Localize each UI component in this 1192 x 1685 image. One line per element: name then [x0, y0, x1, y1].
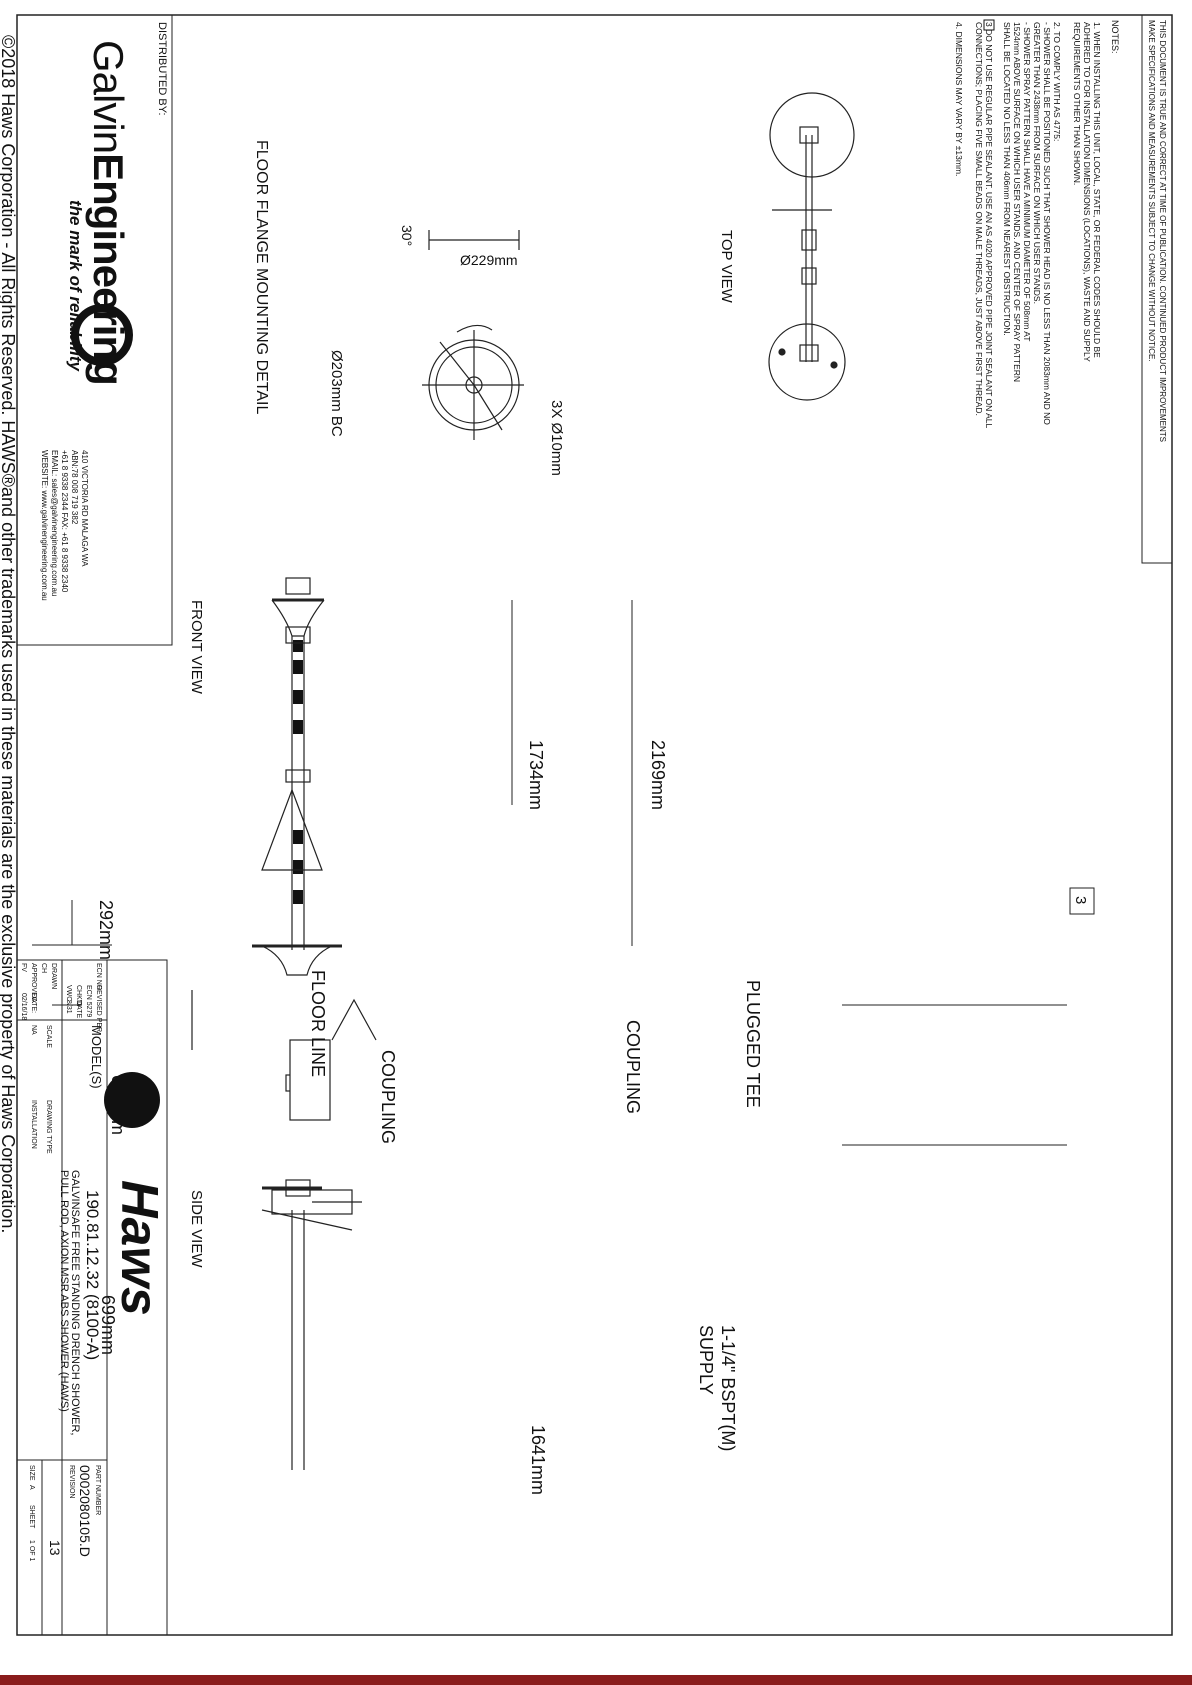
- dim-overall: 2169mm: [648, 740, 668, 810]
- dim-supply-h: 1641mm: [528, 1425, 548, 1495]
- size-label: SIZE: [28, 1465, 35, 1481]
- approved-value: FV: [20, 963, 27, 972]
- flange-label: FLOOR FLANGE MOUNTING DETAIL: [253, 140, 270, 415]
- callout-plugged-tee: PLUGGED TEE: [743, 980, 763, 1108]
- description-1: GALVINSAFE FREE STANDING DRENCH SHOWER,: [69, 1170, 81, 1435]
- distributor-line: WEBSITE: www.galvinengineering.com.au: [40, 450, 49, 601]
- date2-value: 02/16/18: [20, 993, 27, 1020]
- chkd-value: VWC: [65, 985, 72, 1001]
- notice-line-1: THIS DOCUMENT IS TRUE AND CORRECT AT TIM…: [1158, 20, 1167, 442]
- side-view-drawing: [191, 990, 377, 1470]
- haws-logo-icon: [104, 1072, 160, 1128]
- dim-offset: 699mm: [98, 1295, 118, 1355]
- chkd-label: CHK'D: [75, 985, 82, 1006]
- note-line: - SHOWER SHALL BE POSITIONED SUCH THAT S…: [1042, 22, 1052, 425]
- model-value: 190.81.12.32 (8100-A): [83, 1190, 102, 1360]
- haws-brand: Haws: [110, 1180, 168, 1316]
- top-view-label: TOP VIEW: [718, 230, 735, 304]
- scale-value: NA: [30, 1025, 37, 1035]
- dim-mid: 1734mm: [526, 740, 546, 810]
- distributor-contact: 410 VICTORIA RD MALAGA WA ABN:78 008 719…: [40, 450, 89, 601]
- description-2: PULL ROD, AXION MSR ABS SHOWER (HAWS): [58, 1170, 70, 1412]
- note-line: CONNECTIONS; PLACING FIVE SMALL BEADS ON…: [974, 22, 984, 416]
- note-line: REQUIREMENTS OTHER THAN SHOWN.: [1072, 22, 1082, 185]
- note-line: 1524mm ABOVE SURFACE ON WHICH USER STAND…: [1012, 22, 1022, 382]
- copyright: ©2018 Haws Corporation - All Rights Rese…: [0, 35, 18, 1233]
- drawing-border: [16, 14, 1173, 1636]
- distributor-line: ABN:78 008 719 382: [70, 450, 79, 525]
- note-line: - SHOWER SPRAY PATTERN SHALL HAVE A MINI…: [1022, 22, 1032, 341]
- note-ref-box: [983, 19, 995, 31]
- model-label: MODEL(S): [89, 1025, 104, 1089]
- distributor-line: +61 8 9338 2344 FAX: +61 8 9338 2340: [60, 450, 69, 593]
- drawing-type-label: DRAWING TYPE: [45, 1100, 52, 1154]
- callout-coupling-2: COUPLING: [378, 1050, 398, 1144]
- approved-label: APPROVED:: [30, 963, 37, 1004]
- part-label: PART NUMBER: [94, 1465, 101, 1515]
- flange-diameter: Ø229mm: [460, 252, 518, 268]
- flange-angle: 30°: [399, 225, 415, 246]
- distributor-box: [16, 14, 173, 646]
- notice-line-2: MAKE SPECIFICATIONS AND MEASUREMENTS SUB…: [1147, 20, 1156, 362]
- distributor-line: 410 VICTORIA RD MALAGA WA: [80, 450, 89, 567]
- drawing-svg: THIS DOCUMENT IS TRUE AND CORRECT AT TIM…: [0, 14, 1173, 1636]
- drawn-label: DRAWN: [50, 963, 57, 989]
- distributor-name-a: Galvin: [85, 40, 132, 153]
- date2-label: DATE:: [30, 993, 37, 1013]
- ref-box: [1069, 887, 1095, 915]
- notes-title: NOTES:: [1110, 20, 1120, 54]
- part-value: 0002080105.D: [77, 1465, 93, 1557]
- note-line: 2. TO COMPLY WITH AS 4775:: [1052, 22, 1062, 141]
- title-block-lines: [16, 959, 168, 1636]
- drawn-value: CH: [40, 963, 47, 973]
- callout-coupling-1: COUPLING: [623, 1020, 643, 1114]
- distributor-tagline: the mark of reliability: [66, 200, 85, 373]
- date-label: DATE: [75, 1000, 82, 1018]
- scale-label: SCALE: [45, 1025, 52, 1048]
- ecn-value: ECN 5279: [85, 985, 92, 1017]
- date-value: 8/31: [65, 1000, 72, 1014]
- note-line: 4. DIMENSIONS MAY VARY BY ±13mm.: [954, 22, 964, 176]
- ecn-label: ECN NO: [95, 963, 102, 991]
- flange-holes: 3X Ø10mm: [548, 400, 565, 476]
- revision-table: ECN NO REVISED PER ECN 5279 DATE 8/31 CH…: [20, 963, 102, 1562]
- size-value: A: [28, 1485, 35, 1490]
- callout-ref: 3: [1072, 896, 1089, 904]
- flange-drawing: [422, 230, 524, 440]
- front-view-drawing: [252, 577, 342, 976]
- callout-floor-line: FLOOR LINE: [308, 970, 328, 1077]
- notice-box: [1141, 14, 1173, 564]
- note-line: ADHERED TO FOR INSTALLATION DIMENSIONS (…: [1082, 22, 1092, 362]
- dimension-lines: [32, 600, 1067, 1146]
- distributor-line: EMAIL: sales@galvinengineering.com.au: [50, 450, 59, 596]
- revision-label: REVISION: [68, 1465, 75, 1498]
- galvin-logo-icon: [71, 304, 133, 366]
- note-line: 1. WHEN INSTALLING THIS UNIT, LOCAL, STA…: [1092, 22, 1102, 358]
- drawing-type-value: INSTALLATION: [30, 1100, 37, 1149]
- revised-by-label: REVISED PER: [95, 985, 102, 1032]
- top-view-drawing: [768, 92, 855, 401]
- rotated-drawing: THIS DOCUMENT IS TRUE AND CORRECT AT TIM…: [0, 14, 1173, 1636]
- note-line: SHALL BE LOCATED NO LESS THAN 406mm FROM…: [1002, 22, 1012, 336]
- bottom-bar: [0, 1675, 1192, 1685]
- sheet-label: SHEET: [28, 1505, 35, 1529]
- front-view-label: FRONT VIEW: [188, 600, 205, 695]
- side-view-label: SIDE VIEW: [188, 1190, 205, 1268]
- dim-head: 292mm: [96, 900, 116, 960]
- callout-supply-1: 1-1/4" BSPT(M): [718, 1325, 738, 1451]
- note-line: 3 DO NOT USE REGULAR PIPE SEALANT. USE A…: [984, 22, 994, 429]
- callout-supply-2: SUPPLY: [696, 1325, 716, 1395]
- note-line: GREATER THAN 2438mm FROM SURFACE ON WHIC…: [1032, 22, 1042, 304]
- distributor-label: DISTRIBUTED BY:: [156, 22, 168, 116]
- sheet-value: 1 OF 1: [28, 1540, 35, 1562]
- revision-value: 13: [47, 1540, 63, 1556]
- flange-bc: Ø203mm BC: [328, 350, 345, 437]
- notes-list: 1. WHEN INSTALLING THIS UNIT, LOCAL, STA…: [954, 19, 1102, 429]
